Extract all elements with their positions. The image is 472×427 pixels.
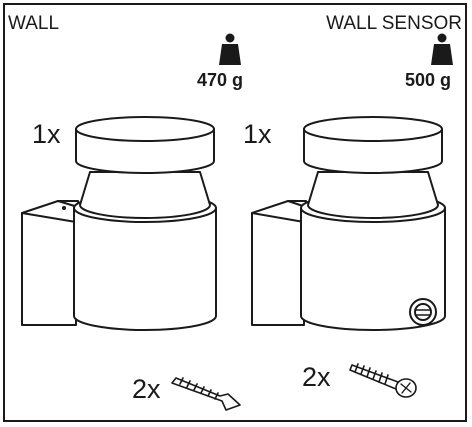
weight-label-wall: 470 g — [197, 70, 244, 90]
product-title-wall-sensor: WALL SENSOR — [326, 13, 462, 34]
wall-sensor-lamp-drawing — [251, 116, 446, 331]
product-title-wall: WALL — [8, 13, 60, 34]
quantity-label-screw: 2x — [302, 362, 331, 392]
package-contents-frame — [3, 3, 467, 422]
wall-plug-icon — [171, 377, 241, 411]
motion-sensor-icon — [409, 298, 437, 326]
weight-icon — [219, 33, 241, 65]
quantity-label-wall-sensor-lamp: 1x — [243, 119, 272, 149]
wall-lamp-drawing — [21, 116, 217, 331]
screw-icon — [349, 363, 417, 398]
quantity-label-wall-lamp: 1x — [32, 119, 61, 149]
quantity-label-wall-plug: 2x — [132, 374, 161, 404]
weight-icon — [431, 33, 453, 65]
weight-label-wall-sensor: 500 g — [405, 70, 452, 90]
